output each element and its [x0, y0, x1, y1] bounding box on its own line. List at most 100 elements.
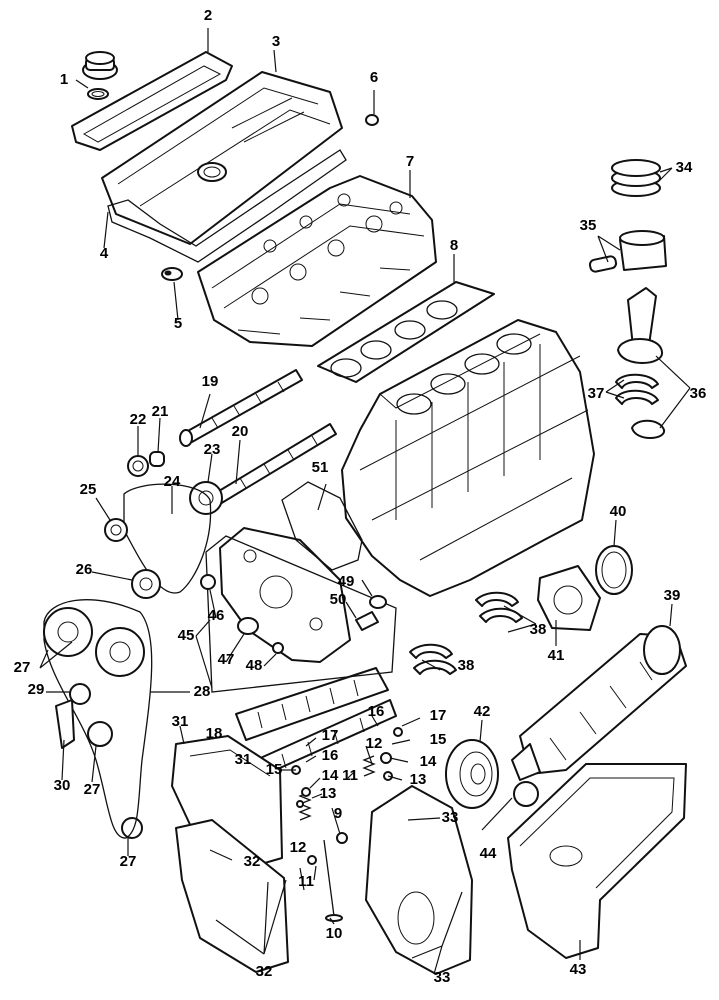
- callout-15b: 15: [266, 761, 283, 778]
- callout-33b: 33: [434, 969, 451, 986]
- callout-20: 20: [232, 423, 249, 440]
- gasket-51: [281, 481, 363, 571]
- callout-8: 8: [450, 237, 458, 254]
- idler-pulley-22: [127, 455, 149, 477]
- callout-12a: 12: [366, 735, 383, 752]
- callout-7: 7: [406, 153, 414, 170]
- callout-14b: 14: [322, 767, 339, 784]
- callout-35: 35: [580, 217, 597, 234]
- callout-18: 18: [206, 725, 223, 742]
- clip-5: [161, 267, 183, 281]
- callout-40: 40: [610, 503, 627, 520]
- callout-33a: 33: [442, 809, 459, 826]
- camshaft-19: [179, 369, 303, 447]
- callout-32a: 32: [244, 853, 261, 870]
- callout-6: 6: [370, 69, 378, 86]
- valve-50: [355, 611, 379, 631]
- lower-timing-cover-32: [175, 819, 289, 973]
- callout-16b: 16: [322, 747, 339, 764]
- bracket-box-45: [205, 535, 397, 693]
- callout-27b: 27: [84, 781, 101, 798]
- callout-46: 46: [208, 607, 225, 624]
- rear-seal-40: [595, 545, 633, 595]
- callout-25: 25: [80, 481, 97, 498]
- piston: [588, 230, 667, 273]
- callout-13b: 13: [320, 785, 337, 802]
- callout-29: 29: [28, 681, 45, 698]
- callout-48: 48: [246, 657, 263, 674]
- valve-49: [369, 595, 387, 609]
- cylinder-head-cover: [101, 71, 343, 245]
- main-bearings-38-lower: [409, 643, 457, 675]
- crank-sprocket-44: [513, 781, 539, 807]
- callout-31a: 31: [172, 713, 189, 730]
- tensioner-29: [69, 683, 91, 705]
- seal-48: [272, 642, 284, 654]
- callout-49: 49: [338, 573, 355, 590]
- seal-46: [200, 574, 216, 590]
- valve-seals: [291, 727, 403, 865]
- callout-51: 51: [312, 459, 329, 476]
- seal-47: [237, 617, 259, 635]
- piston-rings: [611, 159, 661, 197]
- cylinder-block: [341, 319, 595, 597]
- callout-27c: 27: [120, 853, 137, 870]
- callout-2: 2: [204, 7, 212, 24]
- oil-filler-cap: [82, 51, 118, 100]
- rod-bearings: [615, 373, 659, 405]
- callout-23: 23: [204, 441, 221, 458]
- connecting-rod: [617, 287, 665, 439]
- callout-13a: 13: [410, 771, 427, 788]
- callout-9: 9: [334, 805, 342, 822]
- callout-14a: 14: [420, 753, 437, 770]
- callout-10: 10: [326, 925, 343, 942]
- callout-21: 21: [152, 403, 169, 420]
- callout-24: 24: [164, 473, 181, 490]
- callout-3: 3: [272, 33, 280, 50]
- callout-26: 26: [76, 561, 93, 578]
- callout-17b: 17: [322, 727, 339, 744]
- cover-gasket-lower: [107, 149, 347, 263]
- leader-lines: [39, 28, 691, 975]
- callout-50: 50: [330, 591, 347, 608]
- cylinder-head: [197, 175, 437, 347]
- timing-belt-28: [43, 599, 153, 839]
- bushing-21: [149, 451, 165, 467]
- pulley-25: [104, 518, 128, 542]
- callout-11b: 11: [298, 873, 314, 890]
- callout-31b: 31: [235, 751, 252, 768]
- callout-34: 34: [676, 159, 693, 176]
- callout-45: 45: [178, 627, 195, 644]
- callout-17a: 17: [430, 707, 447, 724]
- callout-4: 4: [100, 245, 109, 262]
- cam-sprockets-27: [43, 607, 145, 839]
- callout-41: 41: [548, 647, 565, 664]
- valve-springs: [298, 755, 376, 821]
- callout-38b: 38: [458, 657, 475, 674]
- valve-10: [323, 839, 343, 922]
- callout-30: 30: [54, 777, 71, 794]
- head-gasket: [317, 281, 495, 383]
- timing-cover-33: [365, 785, 473, 975]
- callout-32b: 32: [256, 963, 273, 980]
- callout-19: 19: [202, 373, 219, 390]
- callout-44: 44: [480, 845, 497, 862]
- callout-15a: 15: [430, 731, 447, 748]
- callout-43: 43: [570, 961, 587, 978]
- callout-5: 5: [174, 315, 182, 332]
- pulley-26: [131, 569, 161, 599]
- callout-12b: 12: [290, 839, 307, 856]
- callout-42: 42: [474, 703, 491, 720]
- cam-sprocket-23: [189, 481, 223, 515]
- callout-16a: 16: [368, 703, 385, 720]
- grommet-6: [365, 114, 379, 126]
- tensioner-bracket-30: [55, 699, 75, 749]
- callout-22: 22: [130, 411, 147, 428]
- callout-47: 47: [218, 651, 235, 668]
- oil-pan-43: [507, 763, 687, 959]
- rear-seal-housing-41: [537, 565, 601, 631]
- callout-27a: 27: [14, 659, 31, 676]
- cover-gasket-upper: [71, 51, 233, 151]
- callout-36: 36: [690, 385, 707, 402]
